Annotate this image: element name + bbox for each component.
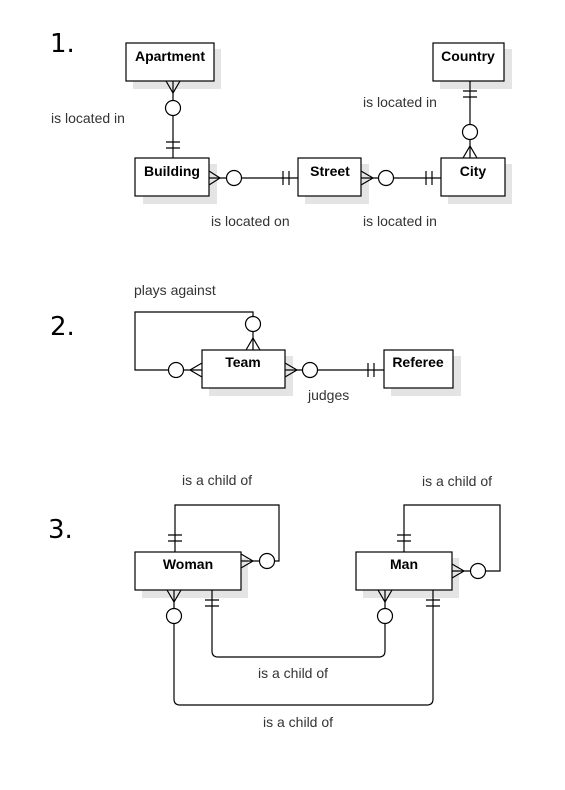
relation-man-self: is a child of (422, 473, 492, 489)
diagram-3: 3. Woman Man is a child of is a child of… (48, 472, 501, 730)
entity-referee-box (383, 349, 454, 389)
optional-circle-team-left (167, 361, 185, 379)
one-bars-woman-bottom (205, 599, 219, 607)
relation-street-city: is located in (363, 213, 437, 229)
crowfoot-building (208, 170, 222, 186)
optional-circle-man-right (469, 562, 487, 580)
entity-street: Street (310, 163, 350, 179)
diagram-2: 2. Team Referee plays against judges (50, 282, 461, 403)
one-bars-woman-top (168, 534, 182, 542)
optional-circle-city (461, 123, 479, 141)
entity-team-box (201, 349, 286, 389)
relation-building-street: is located on (211, 213, 290, 229)
entity-referee: Referee (392, 354, 444, 370)
diagram-1: 1. Apartment Building St (50, 29, 512, 229)
optional-circle-building (225, 169, 243, 187)
relation-woman-man-outer: is a child of (263, 714, 333, 730)
diagram-2-number: 2. (50, 312, 75, 342)
relation-apartment-building: is located in (51, 110, 125, 126)
entity-country: Country (441, 48, 495, 64)
diagram-3-number: 3. (48, 515, 73, 545)
entity-apartment: Apartment (135, 48, 205, 64)
entity-city-box (440, 157, 506, 197)
crowfoot-apartment (165, 80, 181, 95)
crowfoot-team-right (284, 362, 299, 378)
one-bars-city-left (425, 171, 433, 185)
one-bars-referee-left (367, 363, 375, 377)
crowfoot-woman-bottom (166, 589, 182, 604)
entity-street-box (297, 157, 362, 197)
optional-circle-team-top (244, 315, 262, 333)
one-bars-country-bottom (463, 90, 477, 98)
one-bars-man-top (397, 534, 411, 542)
crowfoot-woman-right (240, 553, 255, 569)
entity-woman-box (134, 551, 242, 591)
diagram-1-number: 1. (50, 29, 75, 59)
relation-judges: judges (307, 387, 349, 403)
optional-circle-woman-bottom (165, 607, 183, 625)
relation-city-country: is located in (363, 94, 437, 110)
one-bars-building-top (166, 141, 180, 149)
one-bars-street-left (282, 171, 290, 185)
entity-city: City (460, 163, 487, 179)
crowfoot-team-left (188, 362, 203, 378)
entity-man: Man (390, 556, 418, 572)
entity-woman: Woman (163, 556, 213, 572)
relation-plays-against: plays against (134, 282, 216, 298)
crowfoot-city (462, 144, 478, 159)
entity-building-box (134, 157, 210, 197)
entity-building: Building (144, 163, 200, 179)
crowfoot-man-right (451, 563, 466, 579)
crowfoot-street (360, 170, 375, 186)
relation-woman-man-inner: is a child of (258, 665, 328, 681)
relation-woman-self: is a child of (182, 472, 252, 488)
optional-circle-woman-right (258, 552, 276, 570)
optional-circle-team-right (301, 361, 319, 379)
optional-circle-apartment (164, 99, 182, 117)
entity-apartment-box (125, 42, 215, 82)
one-bars-man-bottom (426, 599, 440, 607)
entity-country-box (432, 42, 505, 82)
woman-man-inner-line (211, 590, 386, 658)
entity-man-box (355, 551, 453, 591)
optional-circle-street (377, 169, 395, 187)
woman-man-outer-line (173, 590, 434, 706)
crowfoot-team-top (245, 336, 261, 351)
optional-circle-man-bottom (376, 607, 394, 625)
entity-team: Team (225, 354, 261, 370)
crowfoot-man-bottom (377, 589, 393, 604)
